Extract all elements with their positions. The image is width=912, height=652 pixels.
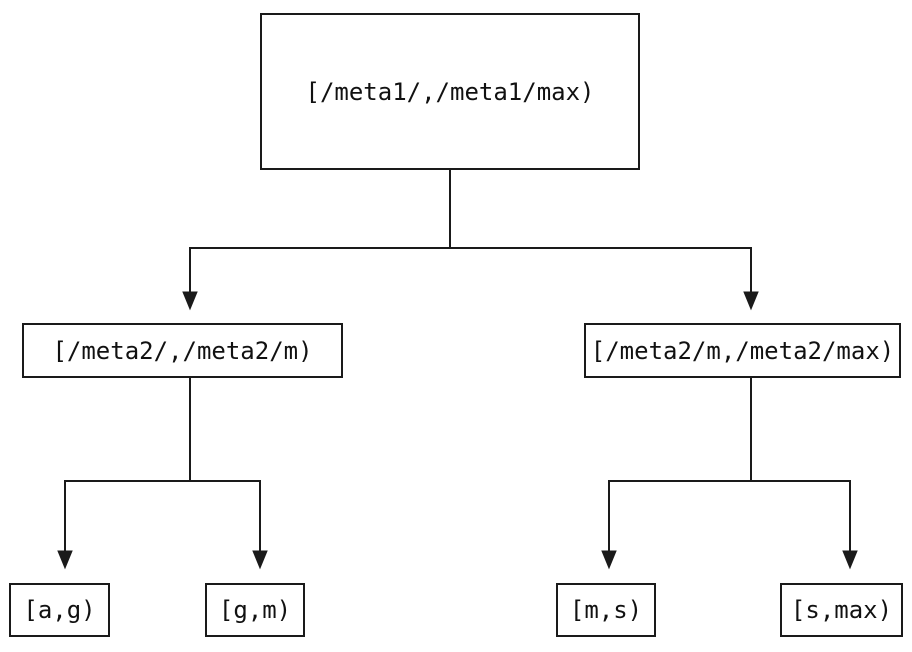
node-leaf-m-s-label: [m,s) bbox=[569, 596, 643, 624]
edge-meta2-low-to-children bbox=[57, 378, 268, 570]
node-leaf-m-s: [m,s) bbox=[556, 583, 656, 637]
node-meta2-low-label: [/meta2/,/meta2/m) bbox=[52, 336, 313, 365]
node-meta2-low: [/meta2/,/meta2/m) bbox=[22, 323, 343, 378]
node-meta2-high-label: [/meta2/m,/meta2/max) bbox=[590, 336, 895, 365]
node-leaf-a-g-label: [a,g) bbox=[23, 596, 96, 624]
arrowhead-icon bbox=[601, 550, 617, 570]
node-leaf-a-g: [a,g) bbox=[9, 583, 110, 637]
node-leaf-s-max: [s,max) bbox=[780, 583, 903, 637]
node-leaf-g-m-label: [g,m) bbox=[218, 596, 292, 624]
arrowhead-icon bbox=[743, 291, 759, 311]
node-meta2-high: [/meta2/m,/meta2/max) bbox=[584, 323, 901, 378]
edge-root-to-children bbox=[182, 170, 759, 311]
arrowhead-icon bbox=[57, 550, 73, 570]
node-root-label: [/meta1/,/meta1/max) bbox=[305, 77, 595, 106]
edge-meta2-high-to-children bbox=[601, 378, 858, 570]
arrowhead-icon bbox=[252, 550, 268, 570]
node-leaf-s-max-label: [s,max) bbox=[790, 596, 893, 624]
arrowhead-icon bbox=[842, 550, 858, 570]
node-root: [/meta1/,/meta1/max) bbox=[260, 13, 640, 170]
arrowhead-icon bbox=[182, 291, 198, 311]
node-leaf-g-m: [g,m) bbox=[205, 583, 305, 637]
